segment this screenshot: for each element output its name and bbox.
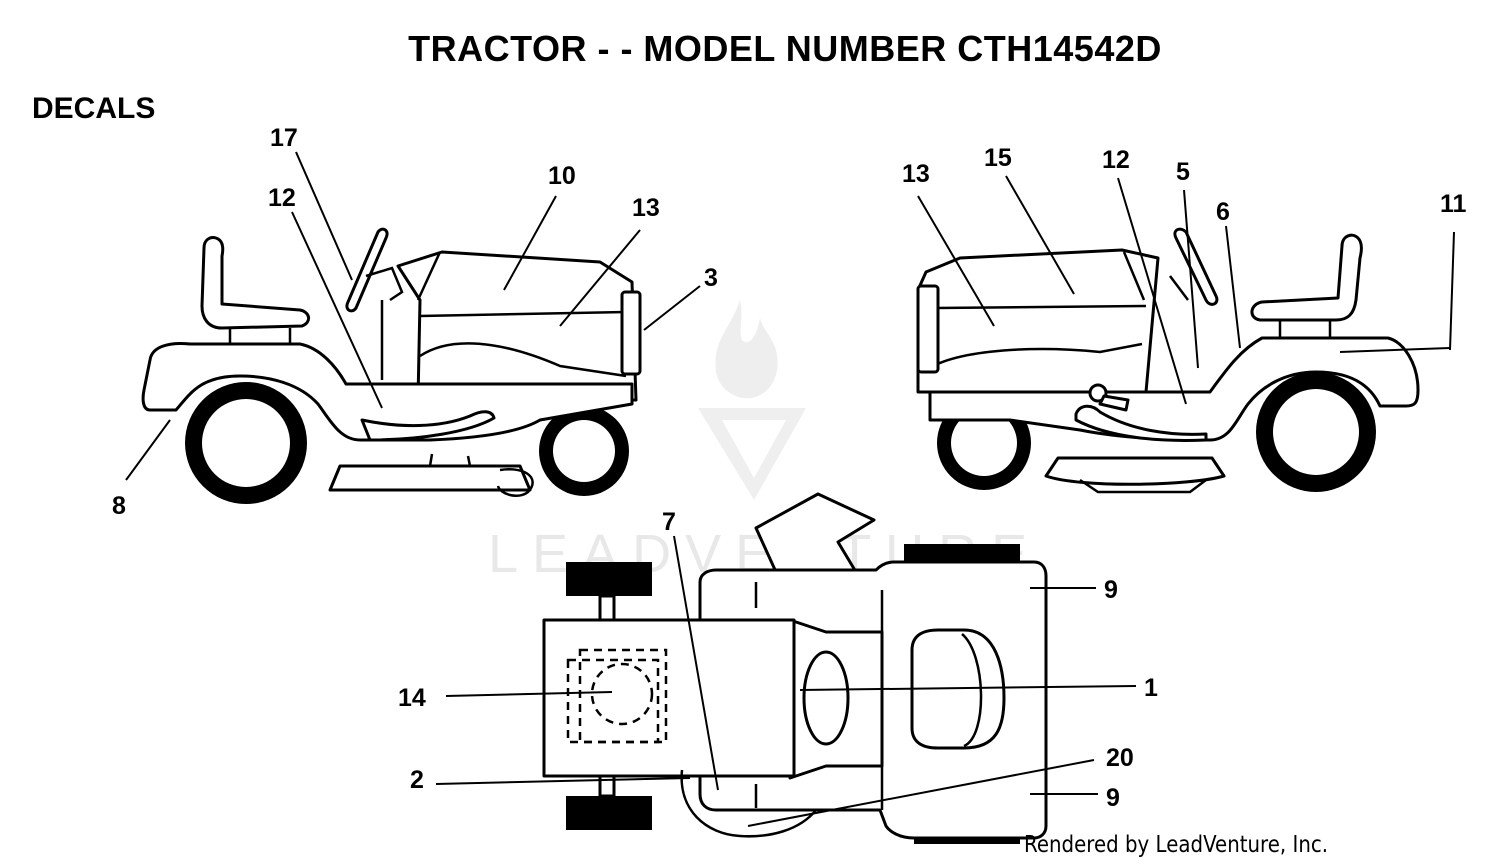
- callout-2: 2: [410, 766, 424, 794]
- hood: [396, 250, 638, 402]
- body-frame: [141, 342, 634, 442]
- hood-top: [542, 618, 796, 778]
- deck-chute: [496, 468, 534, 497]
- footrest: [1074, 404, 1208, 442]
- callout-13: 13: [902, 160, 930, 188]
- callout-1: 1: [1144, 674, 1158, 702]
- callout-numbers: 17 12 10 13 3 8 13 15 12 5 6 11 7 9 1 14…: [112, 124, 1467, 812]
- callout-14: 14: [398, 684, 426, 712]
- callout-15: 15: [984, 144, 1012, 172]
- mower-deck: [1044, 456, 1226, 486]
- watermark-logo: [698, 300, 806, 500]
- grille: [620, 290, 642, 376]
- front-tire-top: [566, 562, 652, 596]
- callout-3: 3: [704, 264, 718, 292]
- callout-8: 8: [112, 492, 126, 520]
- callout-7: 7: [662, 508, 676, 536]
- callout-10: 10: [548, 162, 576, 190]
- front-tire-bottom: [566, 796, 652, 830]
- steering-wheel: [1173, 227, 1219, 306]
- footrest: [360, 410, 496, 442]
- callout-20: 20: [1106, 744, 1134, 772]
- callout-5: 5: [1176, 158, 1190, 186]
- footer-credit: Rendered by LeadVenture, Inc.: [1024, 832, 1329, 858]
- fuel-cap: [802, 650, 850, 746]
- callout-12: 12: [1102, 146, 1130, 174]
- diagram-title: TRACTOR - - MODEL NUMBER CTH14542D: [408, 28, 1162, 69]
- seat: [200, 236, 310, 330]
- callout-11: 11: [1440, 190, 1467, 218]
- callout-9: 9: [1106, 784, 1120, 812]
- grille: [916, 284, 940, 374]
- callout-17: 17: [270, 124, 298, 152]
- seat: [1250, 233, 1363, 322]
- mower-deck: [328, 464, 532, 492]
- callout-6: 6: [1216, 198, 1230, 226]
- callout-12: 12: [268, 184, 296, 212]
- leader-lines: [125, 151, 1455, 827]
- rear-tire-top: [904, 544, 1020, 562]
- tractor-top-view: [542, 492, 1048, 844]
- callout-9: 9: [1104, 576, 1118, 604]
- tractor-left-view: [141, 227, 642, 504]
- callout-13: 13: [632, 194, 660, 222]
- section-label: DECALS: [32, 92, 156, 125]
- steering-wheel: [345, 227, 389, 313]
- tractor-right-view: [916, 227, 1420, 494]
- hood: [916, 248, 1160, 394]
